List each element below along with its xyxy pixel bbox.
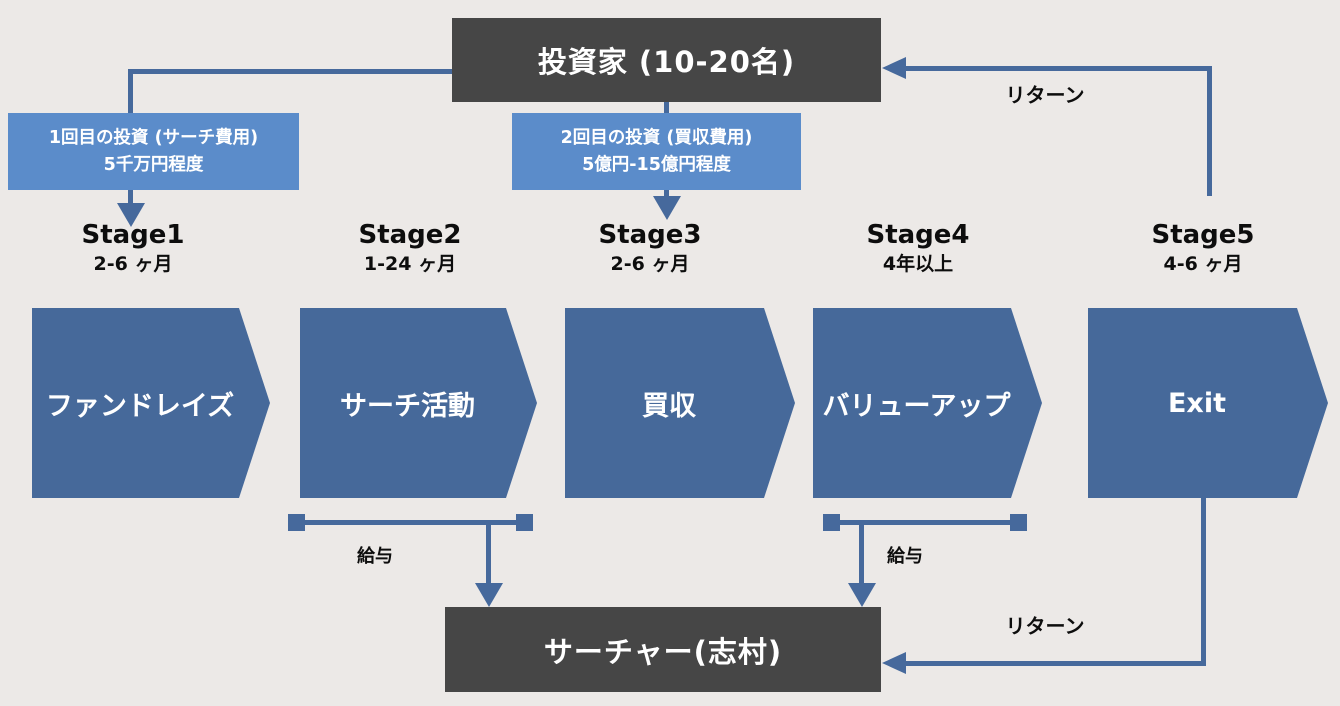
stage3-chevron-label: 買収	[642, 390, 696, 422]
investors-label: 投資家 (10-20名)	[537, 45, 796, 79]
investment1-note-box: 1回目の投資 (サーチ費用) 5千万円程度	[8, 113, 299, 190]
investment1-line1: 1回目の投資 (サーチ費用)	[48, 128, 259, 149]
arrow-down-to-stage3-icon	[653, 196, 681, 220]
stage2-chevron-label: サーチ活動	[340, 390, 475, 422]
connector-salary-stage4-vertical	[859, 520, 864, 584]
salary-stage2-label: 給与	[357, 546, 393, 567]
stage4-duration: 4年以上	[882, 253, 954, 276]
investment1-line2: 5千万円程度	[103, 154, 204, 175]
salary-stage4-left-cap-icon	[823, 514, 840, 531]
arrow-left-into-searcher-icon	[882, 652, 906, 674]
connector-return-bottom-vertical	[1201, 497, 1206, 666]
stage4-chevron: バリューアップ	[813, 308, 1042, 498]
stage5-name: Stage5	[1151, 220, 1255, 250]
stage3-duration: 2-6 ヶ月	[610, 253, 690, 276]
stage4-name: Stage4	[866, 220, 970, 250]
stage2-duration: 1-24 ヶ月	[363, 253, 457, 276]
stage3-heading: Stage3 2-6 ヶ月	[540, 220, 760, 278]
stage5-heading: Stage5 4-6 ヶ月	[1093, 220, 1313, 278]
connector-return-bottom-horizontal	[890, 661, 1206, 666]
connector-return-top-vertical	[1207, 66, 1212, 196]
stage2-name: Stage2	[358, 220, 462, 250]
stage1-duration: 2-6 ヶ月	[93, 253, 173, 276]
salary-stage4-right-cap-icon	[1010, 514, 1027, 531]
investment2-line1: 2回目の投資 (買収費用)	[560, 128, 753, 149]
stage5-duration: 4-6 ヶ月	[1163, 253, 1243, 276]
return-top-label: リターン	[1005, 83, 1085, 107]
investment2-line2: 5億円-15億円程度	[582, 154, 731, 175]
stage4-chevron-label: バリューアップ	[822, 390, 1011, 422]
connector-salary-stage2-vertical	[486, 520, 491, 584]
connector-salary-stage2-horizontal	[296, 520, 524, 525]
stage1-chevron-label: ファンドレイズ	[45, 390, 235, 422]
stage2-heading: Stage2 1-24 ヶ月	[300, 220, 520, 278]
arrow-left-into-investors-icon	[882, 57, 906, 79]
investors-box: 投資家 (10-20名)	[452, 18, 881, 102]
stage4-heading: Stage4 4年以上	[808, 220, 1028, 278]
stage5-chevron-label: Exit	[1167, 387, 1227, 419]
stage1-chevron: ファンドレイズ	[32, 308, 270, 498]
salary-stage2-left-cap-icon	[288, 514, 305, 531]
arrow-down-salary-stage2-icon	[475, 583, 503, 607]
connector-investment1-horizontal	[128, 69, 452, 74]
stage3-chevron: 買収	[565, 308, 795, 498]
salary-stage2-right-cap-icon	[516, 514, 533, 531]
searcher-label: サーチャー(志村)	[543, 634, 783, 669]
connector-return-top-horizontal	[890, 66, 1212, 71]
return-bottom-label: リターン	[1005, 614, 1085, 638]
stage2-chevron: サーチ活動	[300, 308, 537, 498]
arrow-down-salary-stage4-icon	[848, 583, 876, 607]
stage5-chevron: Exit	[1088, 308, 1328, 498]
searcher-box: サーチャー(志村)	[445, 607, 881, 692]
arrow-down-to-stage1-icon	[117, 203, 145, 227]
stage1-name: Stage1	[81, 220, 185, 250]
stage1-heading: Stage1 2-6 ヶ月	[23, 220, 243, 278]
salary-stage4-label: 給与	[887, 546, 923, 567]
stage3-name: Stage3	[598, 220, 702, 250]
connector-salary-stage4-horizontal	[830, 520, 1020, 525]
investment2-note-box: 2回目の投資 (買収費用) 5億円-15億円程度	[512, 113, 801, 190]
